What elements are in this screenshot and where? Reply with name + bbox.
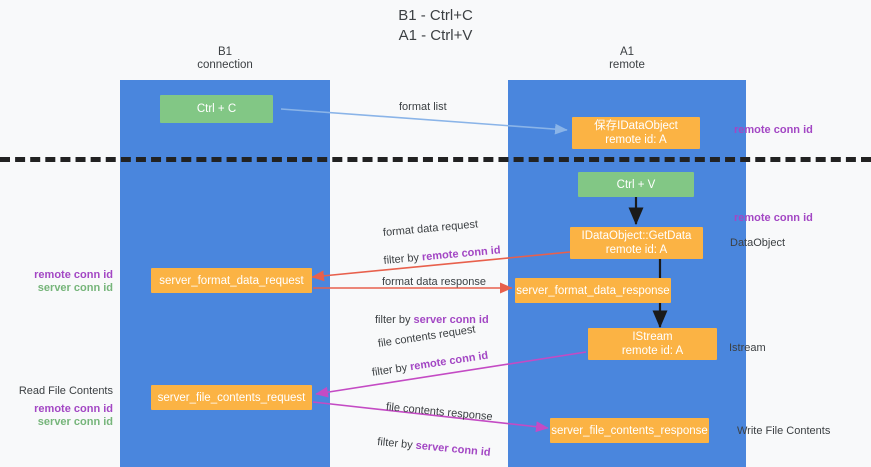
filter-prefix-4: filter by (376, 435, 417, 452)
label-file-contents-response-filter: filter by server conn id (377, 421, 493, 460)
box-server-file-contents-response[interactable]: server_file_contents_response (550, 418, 709, 443)
column-header-b1: B1 connection (197, 46, 253, 71)
annotation-left-server-conn-id: server conn id (37, 282, 113, 294)
label-file-contents-response: file contents response (385, 401, 494, 424)
filter-key-remote-conn-id-1: remote conn id (421, 244, 502, 264)
annotation-istream: Istream (729, 342, 766, 354)
annotation-right-remote-conn-id-top: remote conn id (734, 124, 813, 136)
filter-prefix-2: filter by (375, 314, 414, 326)
label-format-list: format list (399, 101, 447, 113)
annotation-left-remote-conn-id: remote conn id (34, 269, 113, 281)
section-divider (0, 157, 871, 162)
filter-prefix-1: filter by (383, 251, 423, 267)
filter-key-server-conn-id-2: server conn id (415, 439, 492, 459)
label-format-data-response: format data response (382, 276, 486, 288)
label-format-data-response-filter: filter by server conn id (375, 299, 489, 327)
filter-key-server-conn-id-1: server conn id (413, 314, 489, 326)
box-ctrl-v[interactable]: Ctrl + V (578, 172, 694, 197)
box-save-idataobject[interactable]: 保存IDataObject remote id: A (572, 117, 700, 149)
annotation-right-remote-conn-id-mid: remote conn id (734, 212, 813, 224)
box-server-file-contents-request[interactable]: server_file_contents_request (151, 385, 312, 410)
diagram-title: B1 - Ctrl+C A1 - Ctrl+V (398, 7, 473, 44)
box-server-format-data-request[interactable]: server_format_data_request (151, 268, 312, 293)
annotation-left-server-conn-id-2: server conn id (37, 416, 113, 428)
annotation-left-remote-conn-id-2: remote conn id (34, 403, 113, 415)
filter-prefix-3: filter by (371, 361, 412, 379)
filter-key-remote-conn-id-2: remote conn id (409, 349, 489, 374)
box-ctrl-c[interactable]: Ctrl + C (160, 95, 273, 123)
box-server-format-data-response[interactable]: server_format_data_response (515, 278, 671, 303)
box-idataobject-getdata[interactable]: IDataObject::GetData remote id: A (570, 227, 703, 259)
column-header-a1: A1 remote (609, 46, 645, 71)
annotation-dataobject: DataObject (730, 237, 786, 249)
annotation-write-file-contents: Write File Contents (737, 425, 831, 437)
box-istream[interactable]: IStream remote id: A (588, 328, 717, 360)
annotation-read-file-contents: Read File Contents (18, 385, 113, 397)
